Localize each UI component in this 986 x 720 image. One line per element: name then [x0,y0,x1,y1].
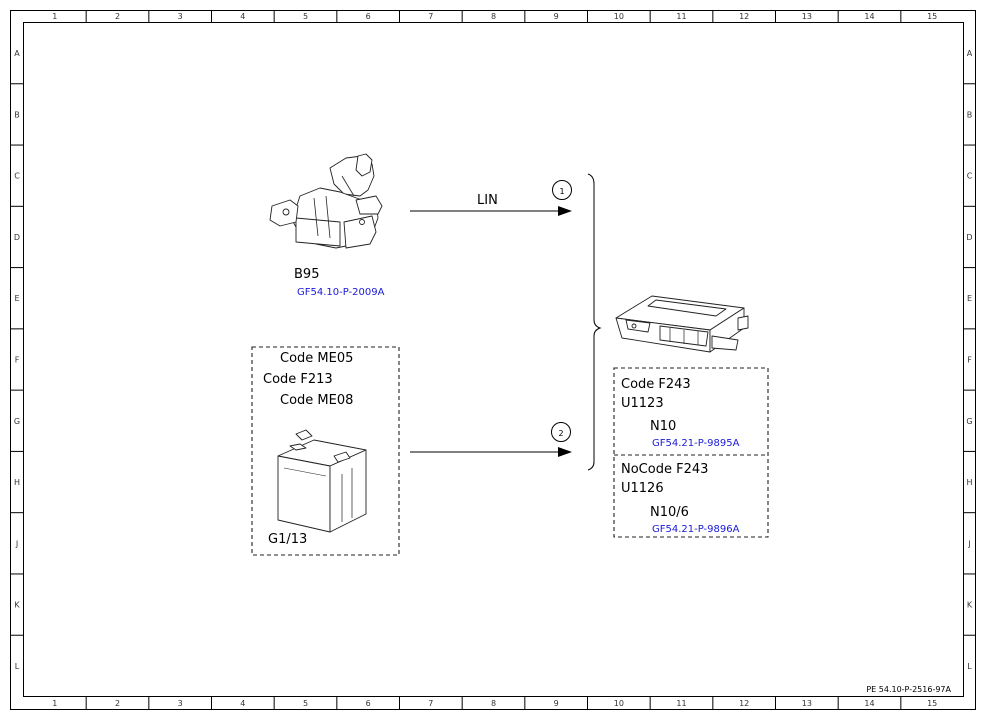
ruler-label: G [966,417,972,426]
ruler-label: F [15,356,20,365]
ruler-label: D [14,233,20,242]
inner-frame [23,22,964,697]
ruler-label: 1 [52,699,57,708]
variant-b-label: N10/6 [650,505,689,520]
ruler-label: 10 [614,699,624,708]
ruler-label: 7 [428,12,433,21]
ruler-label: J [15,539,18,548]
sensor-b95-graphic [269,153,383,249]
variant-b-code: NoCode F243 [621,462,708,477]
ruler-label: 11 [676,12,686,21]
connection-2: 2 [410,422,572,457]
ruler-label: D [966,233,972,242]
variant-a-label: N10 [650,419,676,434]
ruler-label: C [14,172,20,181]
ruler-ticks [10,10,976,710]
ruler-label: 3 [178,12,183,21]
group-bracket [587,173,602,471]
ruler-label: L [15,662,20,671]
connection-1: LIN 1 [410,180,572,216]
ruler-label: E [14,294,19,303]
ruler-label: 12 [739,699,749,708]
ruler-label: H [966,478,972,487]
ruler-label: K [967,601,973,610]
battery-label: G1/13 [268,532,307,547]
ruler-label: B [967,110,973,119]
arrow-head-icon [558,447,572,457]
ruler-label: 8 [491,12,496,21]
ruler-label: K [14,601,20,610]
sensor-label: B95 [294,267,319,282]
ruler-label: 15 [927,699,937,708]
ruler-label: A [14,49,20,58]
sensor-link[interactable]: GF54.10-P-2009A [297,287,385,298]
battery-icon [277,429,367,533]
ruler-labels: 1122334455667788991010111112121313141415… [14,12,973,708]
ruler-label: 12 [739,12,749,21]
ruler-label: B [14,110,20,119]
variant-b-link[interactable]: GF54.21-P-9896A [652,524,740,535]
ruler-label: A [967,49,973,58]
ruler-label: 5 [303,12,308,21]
ruler-label: 5 [303,699,308,708]
ruler-label: C [967,172,973,181]
ruler-label: 4 [240,12,245,21]
ruler-label: J [967,539,970,548]
ruler-label: 13 [802,12,812,21]
ruler-label: 6 [366,699,371,708]
ruler-label: 14 [864,12,874,21]
ruler-label: 14 [864,699,874,708]
control-unit-variant-box [613,367,769,538]
outer-frame [10,10,976,710]
connection-1-marker: 1 [559,187,564,196]
ruler-label: G [14,417,20,426]
connection-1-label: LIN [477,193,498,208]
connection-2-marker: 2 [558,429,563,438]
ruler-label: 10 [614,12,624,21]
ruler-label: 3 [178,699,183,708]
ruler-label: L [967,662,972,671]
ruler-label: 1 [52,12,57,21]
ruler-label: 2 [115,699,120,708]
drawing-reference: PE 54.10-P-2516-97A [866,685,951,694]
ruler-label: 2 [115,12,120,21]
ruler-label: 13 [802,699,812,708]
ruler-label: E [967,294,972,303]
ruler-label: 11 [676,699,686,708]
ruler-label: 4 [240,699,245,708]
battery-code-box [251,346,400,556]
ruler-label: F [967,356,972,365]
arrow-head-icon [558,206,572,216]
variant-a-unit: U1123 [621,396,664,411]
ruler-label: 6 [366,12,371,21]
ruler-label: 15 [927,12,937,21]
battery-code-f213: Code F213 [263,372,333,387]
variant-a-code: Code F243 [621,377,691,392]
marker-circle-icon [551,422,571,442]
ruler-label: 9 [554,699,559,708]
battery-code-me05: Code ME05 [280,351,353,366]
control-unit-graphic [615,295,749,353]
ruler-label: 9 [554,12,559,21]
battery-code-me08: Code ME08 [280,393,353,408]
ruler-label: H [14,478,20,487]
ruler-label: 8 [491,699,496,708]
variant-a-link[interactable]: GF54.21-P-9895A [652,438,740,449]
marker-circle-icon [552,180,572,200]
ruler-label: 7 [428,699,433,708]
variant-b-unit: U1126 [621,481,664,496]
